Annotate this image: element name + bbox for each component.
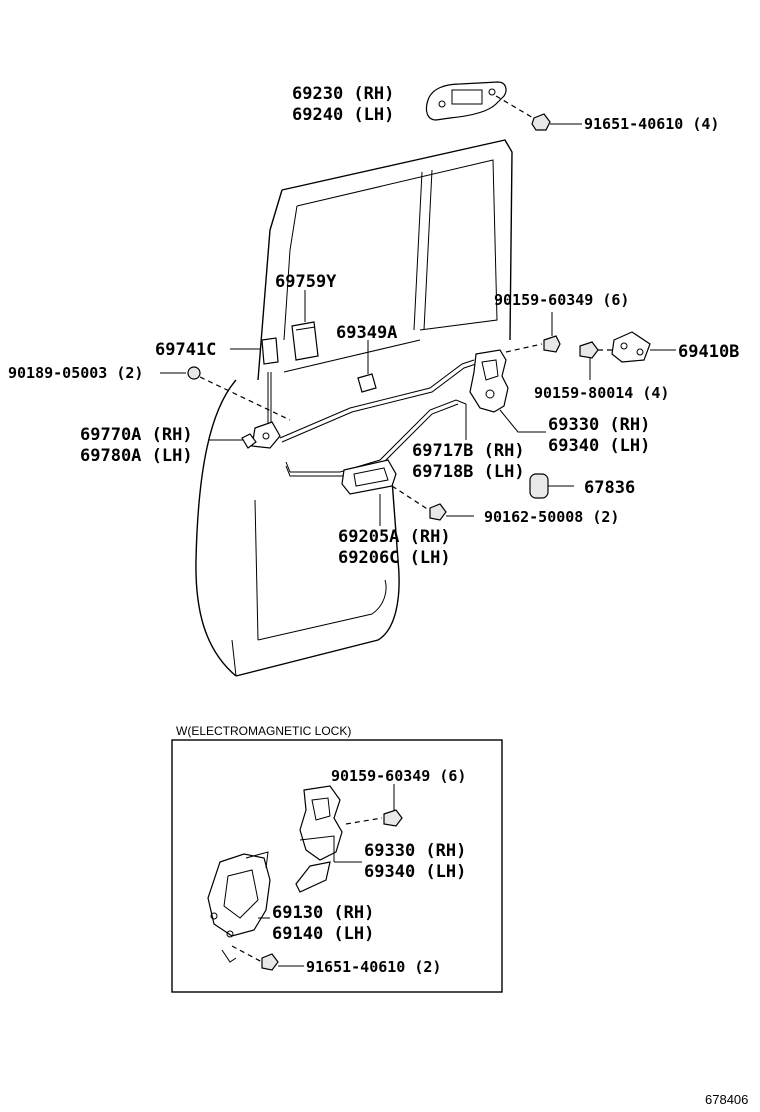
clip-69349a <box>357 340 377 393</box>
screw-90159-80014 <box>579 341 599 380</box>
door-lock-69330 <box>469 343 546 433</box>
clip-90189 <box>160 366 291 421</box>
label-69718b: 69718B (LH) <box>412 462 525 482</box>
inset-title: W(ELECTROMAGNETIC LOCK) <box>176 724 351 738</box>
label-69759y: 69759Y <box>275 272 337 292</box>
inset-label-69340: 69340 (LH) <box>364 862 466 882</box>
inset-label-90159: 90159-60349 (6) <box>331 767 466 785</box>
bolt-91651-top <box>531 113 582 131</box>
striker-69410b <box>598 331 676 363</box>
label-67836: 67836 <box>584 478 635 498</box>
label-69717b: 69717B (RH) <box>412 441 525 461</box>
label-69206c: 69206C (LH) <box>338 548 451 568</box>
screw-90162 <box>429 503 474 521</box>
pad-69759y <box>291 290 319 361</box>
label-90159-60349: 90159-60349 (6) <box>494 291 629 309</box>
cap-69741c <box>230 337 279 365</box>
label-69330-main: 69330 (RH) <box>548 415 650 435</box>
outside-handle-69230 <box>425 81 541 123</box>
inside-handle-69205a <box>341 459 433 526</box>
label-69340-main: 69340 (LH) <box>548 436 650 456</box>
door-outline <box>195 139 513 677</box>
label-69780a: 69780A (LH) <box>80 446 193 466</box>
lock-rod-69770a <box>208 372 281 449</box>
label-91651-top: 91651-40610 (4) <box>584 115 719 133</box>
label-69741c: 69741C <box>155 340 216 360</box>
label-69205a: 69205A (RH) <box>338 527 451 547</box>
inset-label-69130: 69130 (RH) <box>272 903 374 923</box>
inset-label-69330: 69330 (RH) <box>364 841 466 861</box>
inset-label-91651: 91651-40610 (2) <box>306 958 441 976</box>
grommet-67836 <box>529 473 574 499</box>
inset-label-69140: 69140 (LH) <box>272 924 374 944</box>
diagram-code: 678406 <box>705 1092 748 1107</box>
inset-electromagnetic-lock: W(ELECTROMAGNETIC LOCK) 90159-60349 (6) … <box>171 724 503 993</box>
screw-90159-60349 <box>543 312 561 353</box>
label-69770a: 69770A (RH) <box>80 425 193 445</box>
label-90159-80014: 90159-80014 (4) <box>534 384 669 402</box>
label-90189: 90189-05003 (2) <box>8 364 143 382</box>
label-69230: 69230 (RH) <box>292 84 394 104</box>
label-69410b: 69410B <box>678 342 739 362</box>
label-69240: 69240 (LH) <box>292 105 394 125</box>
label-69349a: 69349A <box>336 323 397 343</box>
label-90162: 90162-50008 (2) <box>484 508 619 526</box>
